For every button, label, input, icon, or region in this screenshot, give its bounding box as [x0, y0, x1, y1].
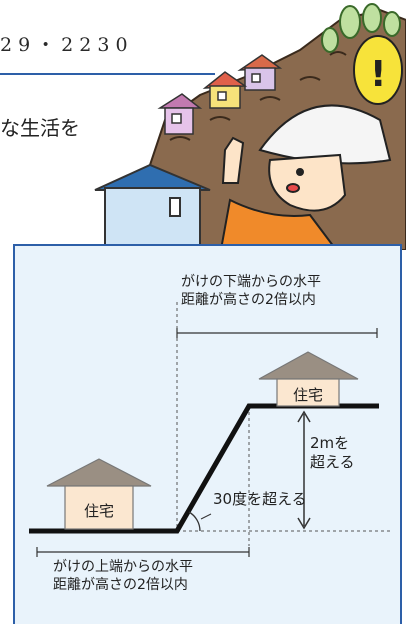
top-distance-label-line1: がけの下端からの水平 [181, 274, 321, 290]
header-divider [0, 73, 215, 75]
landslide-illustration: ! [94, 3, 406, 250]
small-house-top [237, 54, 283, 91]
angle-label: 30度を超える [213, 490, 307, 508]
lower-house-label: 住宅 [83, 502, 114, 520]
upper-house-label: 住宅 [292, 386, 323, 404]
warning-icon: ! [353, 35, 403, 105]
top-distance-label-line2: 距離が高さの2倍以内 [181, 292, 316, 308]
height-label-line1: 2mを [310, 434, 350, 452]
upper-house-shape [258, 351, 359, 407]
bottom-distance-label-line2: 距離が高さの2倍以内 [53, 577, 188, 593]
height-label-line2: 超える [310, 453, 355, 471]
lower-house-shape [46, 458, 152, 530]
bottom-distance-label-line1: がけの上端からの水平 [53, 559, 193, 575]
cliff-regulation-diagram: がけの下端からの水平 距離が高さの2倍以内 住宅 住宅 2mを 超える 30度を… [13, 244, 402, 624]
lifestyle-text: な生活を [0, 116, 80, 140]
cliff-diagram-graphic [29, 302, 390, 557]
phone-number-fragment: 29・2230 [0, 34, 134, 56]
svg-text:!: ! [370, 54, 386, 95]
